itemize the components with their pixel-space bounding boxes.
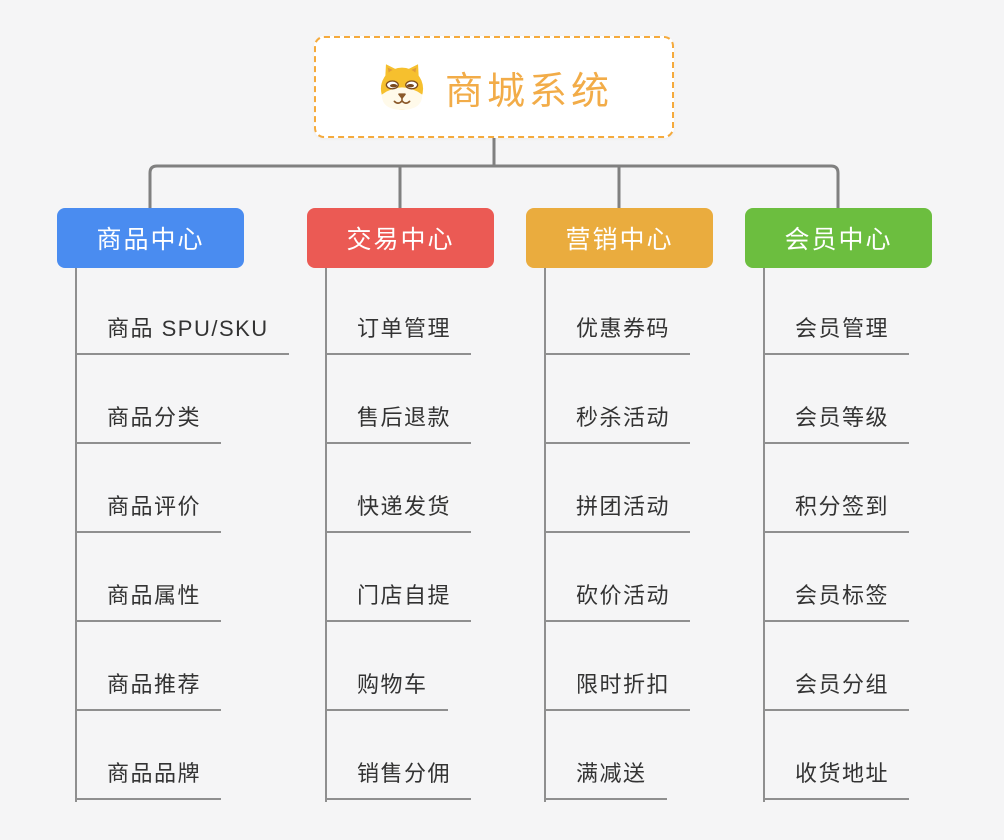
node-group-buy[interactable]: 拼团活动: [544, 489, 691, 533]
node-bargain-activity[interactable]: 砍价活动: [544, 578, 691, 622]
node-express-delivery[interactable]: 快递发货: [325, 489, 472, 533]
branch-marketing-center: 营销中心 优惠券码 秒杀活动 拼团活动 砍价活动 限时折扣 满减送: [526, 208, 713, 808]
node-sales-commission[interactable]: 销售分佣: [325, 756, 472, 800]
node-member-level[interactable]: 会员等级: [763, 400, 910, 444]
node-aftersale-refund[interactable]: 售后退款: [325, 400, 472, 444]
node-order-management[interactable]: 订单管理: [325, 311, 472, 355]
branch-trunk-line: [75, 268, 77, 802]
node-product-attribute[interactable]: 商品属性: [75, 578, 222, 622]
branch-trunk-line: [544, 268, 546, 802]
node-product-category[interactable]: 商品分类: [75, 400, 222, 444]
node-limited-time-discount[interactable]: 限时折扣: [544, 667, 691, 711]
node-marketing-center[interactable]: 营销中心: [526, 208, 713, 268]
node-product-review[interactable]: 商品评价: [75, 489, 222, 533]
root-node-mall-system[interactable]: 商城系统: [314, 36, 674, 138]
branch-trunk-line: [763, 268, 765, 802]
node-trade-center[interactable]: 交易中心: [307, 208, 494, 268]
node-shipping-address[interactable]: 收货地址: [763, 756, 910, 800]
node-product-brand[interactable]: 商品品牌: [75, 756, 222, 800]
node-spend-and-save[interactable]: 满减送: [544, 756, 667, 800]
node-product-recommend[interactable]: 商品推荐: [75, 667, 222, 711]
node-coupon-code[interactable]: 优惠券码: [544, 311, 691, 355]
branch-member-center: 会员中心 会员管理 会员等级 积分签到 会员标签 会员分组 收货地址: [745, 208, 932, 808]
branch-trunk-line: [325, 268, 327, 802]
branch-trade-center: 交易中心 订单管理 售后退款 快递发货 门店自提 购物车 销售分佣: [307, 208, 494, 808]
node-product-center[interactable]: 商品中心: [57, 208, 244, 268]
node-points-checkin[interactable]: 积分签到: [763, 489, 910, 533]
node-shopping-cart[interactable]: 购物车: [325, 667, 448, 711]
node-store-pickup[interactable]: 门店自提: [325, 578, 472, 622]
branch-product-center: 商品中心 商品 SPU/SKU 商品分类 商品评价 商品属性 商品推荐 商品品牌: [57, 208, 289, 808]
node-member-tags[interactable]: 会员标签: [763, 578, 910, 622]
node-product-spu-sku[interactable]: 商品 SPU/SKU: [75, 311, 289, 355]
root-title: 商城系统: [444, 70, 613, 113]
node-member-groups[interactable]: 会员分组: [763, 667, 910, 711]
node-member-center[interactable]: 会员中心: [745, 208, 932, 268]
node-flash-sale[interactable]: 秒杀活动: [544, 400, 691, 444]
dog-face-icon: [380, 64, 424, 110]
node-member-management[interactable]: 会员管理: [763, 311, 910, 355]
